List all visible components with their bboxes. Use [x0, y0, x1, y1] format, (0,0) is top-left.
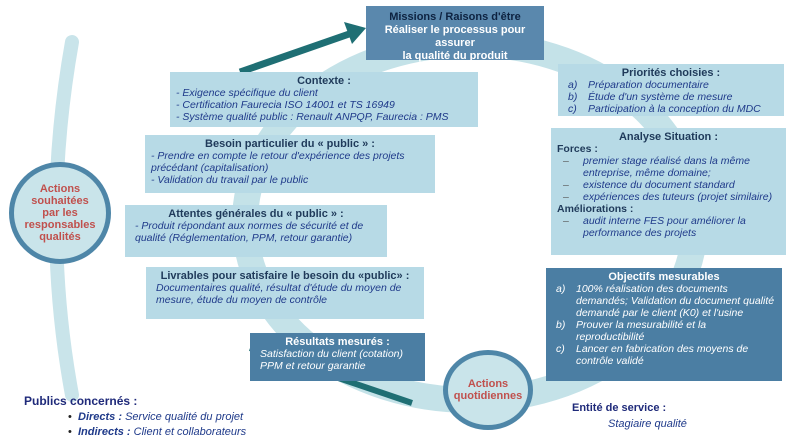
- attentes-title: Attentes générales du « public » :: [168, 208, 344, 220]
- forces-label: Forces :: [557, 143, 598, 155]
- resultats-title: Résultats mesurés :: [285, 336, 390, 348]
- analyse-box: Analyse Situation : Forces : premier sta…: [551, 128, 786, 255]
- actions-souhaitees-circle: Actions souhaitées par les responsables …: [9, 162, 111, 264]
- besoin-item-2: - Validation du travail par le public: [151, 174, 309, 186]
- ameliorations-list: audit interne FES pour améliorer la perf…: [557, 215, 780, 239]
- actions-quotidiennes-text: Actions quotidiennes: [453, 378, 523, 402]
- objectifs-item-c: c)Lancer en fabrication des moyens de co…: [556, 343, 749, 367]
- besoin-item-1: - Prendre en compte le retour d'expérien…: [151, 150, 405, 174]
- resultats-box: Résultats mesurés : Satisfaction du clie…: [250, 333, 425, 381]
- contexte-item-2: - Certification Faurecia ISO 14001 et TS…: [176, 99, 395, 111]
- priorites-item-b: b)Étude d'un système de mesure: [568, 91, 733, 103]
- publics-directs: • Directs : Service qualité du projet: [68, 411, 244, 423]
- missions-line1: Réaliser le processus pour assurer: [384, 24, 526, 49]
- actions-souhaitees-text: Actions souhaitées par les responsables …: [24, 183, 96, 243]
- priorites-item-a: a)Préparation documentaire: [568, 79, 709, 91]
- missions-line2: la qualité du produit: [402, 50, 508, 62]
- entite-text: Stagiaire qualité: [608, 418, 687, 430]
- priorites-title: Priorités choisies :: [621, 67, 721, 79]
- ameliorations-item: audit interne FES pour améliorer la perf…: [557, 215, 780, 239]
- entite-section: Entité de service : Stagiaire qualité: [572, 402, 732, 430]
- priorites-item-c: c)Participation à la conception du MDC: [568, 103, 761, 115]
- objectifs-title: Objectifs mesurables: [608, 271, 720, 283]
- objectifs-item-b: b)Prouver la mesurabilité et la reproduc…: [556, 319, 707, 343]
- besoin-title: Besoin particulier du « public » :: [205, 138, 375, 150]
- publics-title: Publics concernés :: [24, 394, 138, 408]
- objectifs-item-a: a)100% réalisation des documents demandé…: [556, 283, 775, 319]
- resultats-line1: Satisfaction du client (cotation): [260, 348, 403, 360]
- objectifs-list: a)100% réalisation des documents demandé…: [552, 283, 776, 367]
- attentes-box: Attentes générales du « public » : - Pro…: [125, 205, 387, 257]
- indirects-label: Indirects :: [78, 426, 131, 438]
- publics-section: Publics concernés : • Directs : Service …: [24, 394, 344, 438]
- analyse-title: Analyse Situation :: [618, 131, 719, 143]
- forces-item: existence du document standard: [557, 179, 780, 191]
- attentes-text: - Produit répondant aux normes de sécuri…: [135, 220, 364, 244]
- objectifs-box: Objectifs mesurables a)100% réalisation …: [546, 268, 782, 381]
- forces-list: premier stage réalisé dans la même entre…: [557, 155, 780, 203]
- publics-indirects: • Indirects : Client et collaborateurs: [68, 426, 247, 438]
- entite-title: Entité de service :: [572, 402, 667, 414]
- contexte-item-1: - Exigence spécifique du client: [176, 87, 318, 99]
- contexte-box: Contexte : - Exigence spécifique du clie…: [170, 72, 478, 127]
- livrables-title: Livrables pour satisfaire le besoin du «…: [160, 270, 410, 282]
- missions-title: Missions / Raisons d'être: [389, 11, 521, 23]
- indirects-text: Client et collaborateurs: [133, 426, 247, 438]
- livrables-box: Livrables pour satisfaire le besoin du «…: [146, 267, 424, 319]
- ameliorations-label: Améliorations :: [557, 203, 634, 215]
- priorites-box: Priorités choisies : a)Préparation docum…: [558, 64, 784, 116]
- priorites-list: a)Préparation documentaire b)Étude d'un …: [564, 79, 778, 115]
- forces-item: expériences des tuteurs (projet similair…: [557, 191, 780, 203]
- directs-label: Directs :: [78, 411, 123, 423]
- actions-quotidiennes-circle: Actions quotidiennes: [443, 350, 533, 430]
- missions-box: Missions / Raisons d'être Réaliser le pr…: [366, 6, 544, 62]
- livrables-text: Documentaires qualité, résultat d'étude …: [156, 282, 402, 306]
- contexte-item-3: - Système qualité public : Renault ANPQP…: [176, 111, 449, 123]
- besoin-box: Besoin particulier du « public » : - Pre…: [145, 135, 435, 193]
- forces-item: premier stage réalisé dans la même entre…: [557, 155, 780, 179]
- directs-text: Service qualité du projet: [125, 411, 244, 423]
- contexte-title: Contexte :: [297, 75, 351, 87]
- resultats-line2: PPM et retour garantie: [260, 360, 366, 372]
- arrow-to-missions: [238, 22, 366, 76]
